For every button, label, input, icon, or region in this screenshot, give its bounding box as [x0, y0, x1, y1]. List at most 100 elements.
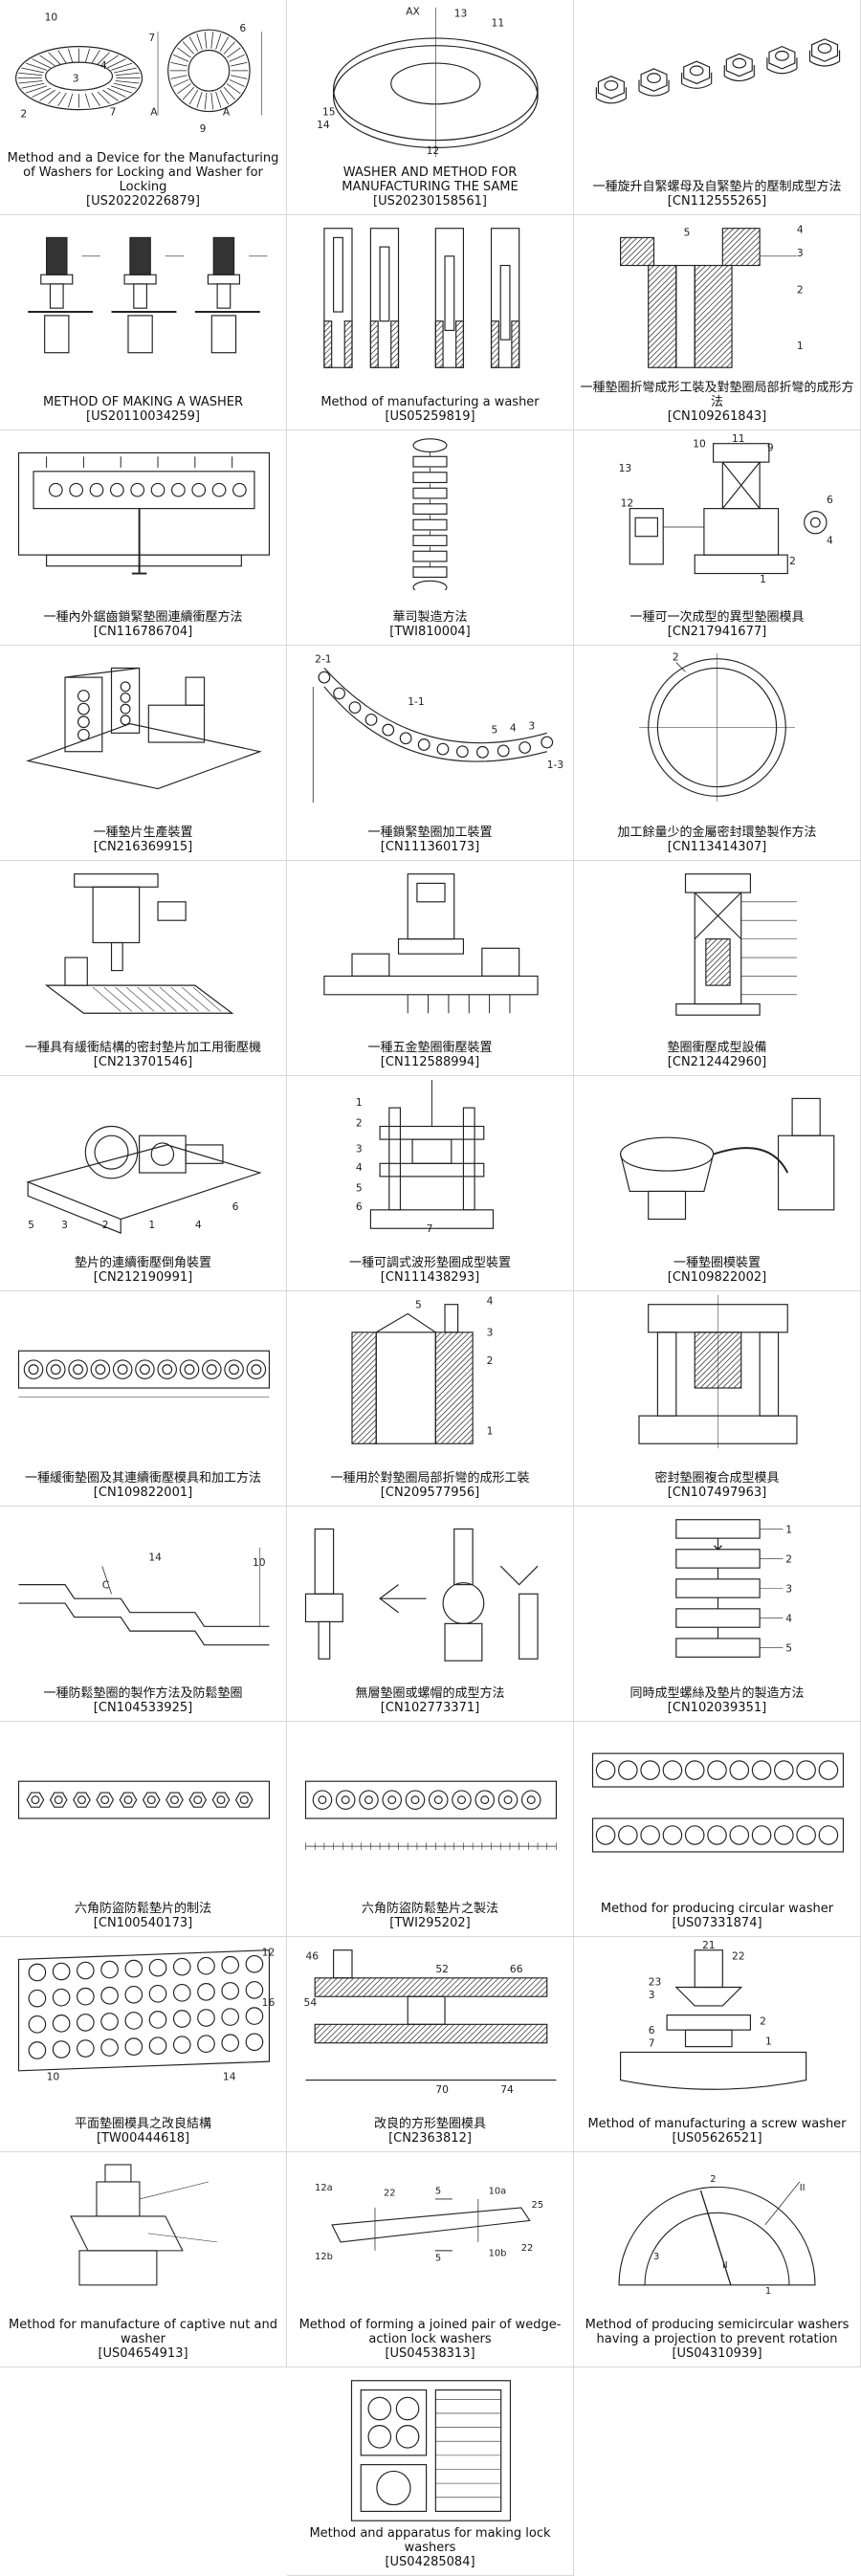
patent-card[interactable]: Method and apparatus for making lock was…	[287, 2367, 574, 2576]
patent-card[interactable]: Method for manufacture of captive nut an…	[0, 2152, 287, 2367]
patent-title[interactable]: 一種可調式波形墊圈成型裝置	[348, 1256, 511, 1270]
patent-caption: Method for manufacture of captive nut an…	[4, 2318, 282, 2361]
patent-title[interactable]: 一種可一次成型的異型墊圈模具	[629, 610, 805, 625]
patent-title[interactable]: 墊圈衝壓成型設備	[667, 1041, 767, 1055]
patent-title[interactable]: Method of manufacturing a screw washer	[587, 2117, 847, 2131]
patent-number: [CN109822002]	[667, 1270, 767, 1285]
figure-label: 6	[649, 2024, 655, 2037]
figure-label: AX	[406, 6, 420, 18]
patent-drawing	[6, 650, 280, 805]
captive-nut-drawing	[70, 2164, 217, 2286]
patent-title[interactable]: 一種墊圈折彎成形工裝及對墊圈局部折彎的成形方法	[580, 381, 854, 409]
figure-label: 1	[356, 1096, 363, 1109]
patent-title[interactable]: Method and a Device for the Manufacturin…	[7, 151, 279, 194]
patent-card[interactable]: 無層墊圈或螺帽的成型方法[CN102773371]	[287, 1507, 574, 1722]
patent-card[interactable]: 一種墊片生產裝置[CN216369915]	[0, 646, 287, 861]
patent-title[interactable]: 一種內外鋸齒鎖緊墊圈連續衝壓方法	[43, 610, 243, 625]
patent-card[interactable]: METHOD OF MAKING A WASHER[US20110034259]	[0, 215, 287, 430]
patent-title[interactable]: Method of manufacturing a washer	[320, 395, 540, 409]
patent-title[interactable]: 一種墊片生產裝置	[93, 826, 193, 840]
figure-label: 3	[73, 73, 79, 85]
patent-card[interactable]: 六角防盜防鬆墊片之製法[TWI295202]	[287, 1722, 574, 1937]
patent-title[interactable]: 加工餘量少的金屬密封環墊製作方法	[617, 826, 817, 840]
patent-card[interactable]: 一種具有緩衝結構的密封墊片加工用衝壓機[CN213701546]	[0, 861, 287, 1076]
patent-number: [CN112588994]	[380, 1055, 480, 1069]
patent-caption: METHOD OF MAKING A WASHER[US20110034259]	[4, 395, 282, 424]
figure-label: A	[223, 105, 231, 118]
patent-card[interactable]: 一種墊圈模裝置[CN109822002]	[574, 1076, 861, 1291]
patent-title[interactable]: 密封墊圈複合成型模具	[654, 1471, 780, 1486]
figure-label: 2	[797, 284, 804, 297]
patent-card[interactable]: 華司製造方法[TWI810004]	[287, 430, 574, 646]
figure-label: 2	[487, 1354, 494, 1367]
patent-title[interactable]: Method for producing circular washer	[600, 1902, 834, 1916]
figure-label: 4	[100, 59, 107, 72]
patent-title[interactable]: 一種緩衝墊圈及其連續衝壓模具和加工方法	[24, 1471, 261, 1486]
patent-title[interactable]: 無層墊圈或螺帽的成型方法	[355, 1686, 505, 1701]
patent-card[interactable]: 一種緩衝墊圈及其連續衝壓模具和加工方法[CN109822001]	[0, 1291, 287, 1507]
patent-title[interactable]: 六角防盜防鬆墊片的制法	[74, 1902, 211, 1916]
patent-card[interactable]: Method for producing circular washer[US0…	[574, 1722, 861, 1937]
patent-title[interactable]: WASHER AND METHOD FOR MANUFACTURING THE …	[342, 165, 519, 194]
patent-card[interactable]: 墊圈衝壓成型設備[CN212442960]	[574, 861, 861, 1076]
patent-card[interactable]: 一種旋升自緊螺母及自緊墊片的壓制成型方法[CN112555265]	[574, 0, 861, 215]
patent-title[interactable]: 平面墊圈模具之改良結構	[74, 2117, 211, 2131]
patent-title[interactable]: 一種防鬆墊圈的製作方法及防鬆墊圈	[43, 1686, 243, 1701]
patent-title[interactable]: Method of producing semicircular washers…	[585, 2318, 850, 2346]
patent-number: [CN107497963]	[667, 1486, 767, 1500]
figure-label: 5	[435, 2254, 441, 2264]
patent-title[interactable]: 一種墊圈模裝置	[673, 1256, 761, 1270]
patent-title[interactable]: 一種具有緩衝結構的密封墊片加工用衝壓機	[24, 1041, 261, 1055]
patent-number: [CN100540173]	[93, 1916, 193, 1930]
patent-card[interactable]: 密封墊圈複合成型模具[CN107497963]	[574, 1291, 861, 1507]
figure-label: 4	[827, 534, 833, 546]
patent-number: [CN213701546]	[93, 1055, 193, 1069]
patent-title[interactable]: 六角防盜防鬆墊片之製法	[361, 1902, 498, 1916]
patent-card[interactable]: 六角防盜防鬆墊片的制法[CN100540173]	[0, 1722, 287, 1937]
patent-title[interactable]: Method for manufacture of captive nut an…	[9, 2318, 277, 2346]
patent-title[interactable]: 同時成型螺絲及墊片的製造方法	[629, 1686, 805, 1701]
patent-title[interactable]: Method of forming a joined pair of wedge…	[298, 2318, 562, 2346]
patent-title[interactable]: METHOD OF MAKING A WASHER	[42, 395, 244, 409]
patent-title[interactable]: 一種鎖緊墊圈加工裝置	[367, 826, 493, 840]
patent-title[interactable]: 華司製造方法	[392, 610, 468, 625]
patent-title[interactable]: 一種五金墊圈衝壓裝置	[367, 1041, 493, 1055]
patent-title[interactable]: 一種旋升自緊螺母及自緊墊片的壓制成型方法	[592, 180, 842, 194]
figure-label: 10b	[489, 2248, 507, 2258]
figure-label: 1	[487, 1425, 494, 1438]
patent-number: [US04285084]	[385, 2555, 475, 2569]
figure-label: 15	[322, 105, 336, 118]
patent-title[interactable]: 墊片的連續衝壓倒角裝置	[74, 1256, 211, 1270]
patent-title[interactable]: 一種用於對墊圈局部折彎的成形工裝	[330, 1471, 530, 1486]
patent-card[interactable]: 一種五金墊圈衝壓裝置[CN112588994]	[287, 861, 574, 1076]
forming-steps-drawing	[304, 1528, 539, 1662]
figure-label: 7	[649, 2037, 655, 2050]
patent-card[interactable]: Method of manufacturing a washer[US05259…	[287, 215, 574, 430]
patent-caption: 無層墊圈或螺帽的成型方法[CN102773371]	[291, 1686, 569, 1715]
patent-title[interactable]: Method and apparatus for making lock was…	[309, 2526, 551, 2555]
patent-title[interactable]: 改良的方形墊圈模具	[373, 2117, 486, 2131]
figure-label: 5	[356, 1181, 363, 1194]
patent-card[interactable]: 一種內外鋸齒鎖緊墊圈連續衝壓方法[CN116786704]	[0, 430, 287, 646]
